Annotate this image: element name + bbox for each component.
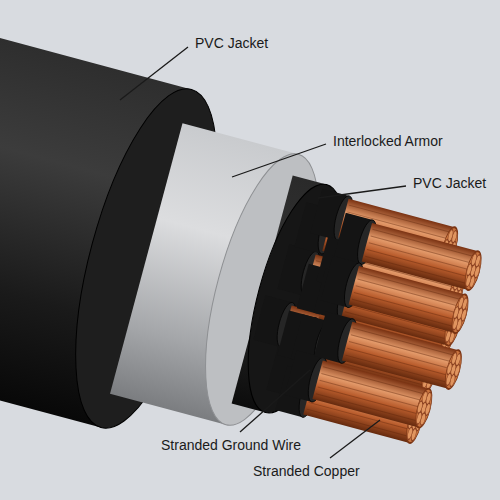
copper-label: Stranded Copper	[250, 462, 363, 480]
conductor	[314, 312, 465, 394]
leader-line	[240, 370, 310, 432]
jacket-label: PVC Jacket	[192, 34, 271, 52]
leader-line	[318, 186, 406, 198]
leader-line	[120, 47, 188, 100]
leader-line	[330, 420, 380, 458]
leader-lines	[120, 47, 406, 458]
armor-label: Interlocked Armor	[330, 132, 446, 150]
jacket-label: PVC Jacket	[410, 174, 489, 192]
ground-wire-label: Stranded Ground Wire	[158, 436, 304, 454]
leader-line	[232, 144, 326, 177]
